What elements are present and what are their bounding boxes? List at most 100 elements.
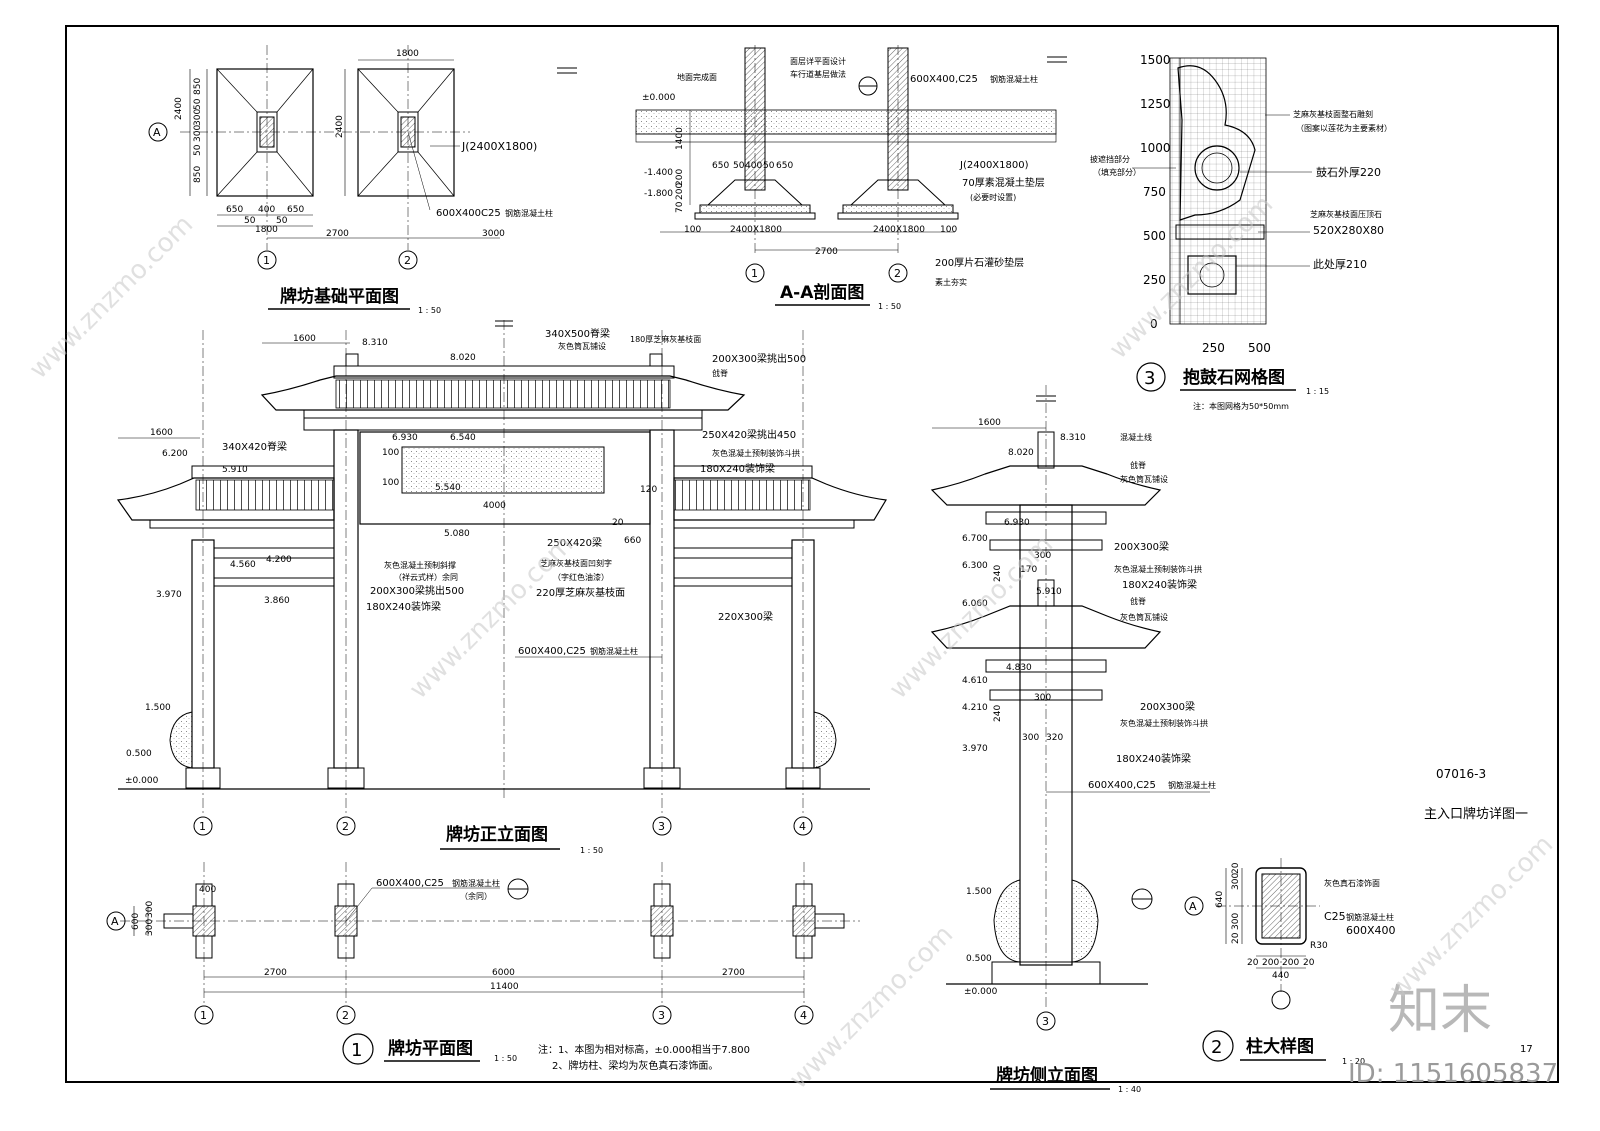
aa-dim-footing-a: 2400X1800	[730, 225, 782, 235]
se-lvl-4830: 4.830	[1006, 663, 1032, 673]
se-dim-170: 170	[1020, 565, 1037, 575]
plan-view: 600X400,C25 钢筋混凝土柱 （余同） 2700 6000 2700 1…	[106, 862, 860, 1072]
fp-dim-300b: 300	[193, 125, 203, 142]
fe-label-8: 340X420脊梁	[222, 440, 287, 453]
cd-label-2: 钢筋混凝土柱	[1346, 912, 1394, 922]
pl-axis-a: A	[111, 915, 119, 928]
ds-label-1: （图案以莲花为主要素材）	[1296, 123, 1392, 133]
pl-axis-2: 2	[342, 1009, 349, 1022]
se-label-12: 钢筋混凝土柱	[1168, 780, 1216, 790]
cd-dim-20d: 20	[1303, 958, 1315, 968]
fe-lvl-0000: ±0.000	[125, 776, 159, 786]
brand-logo: 知末	[1388, 981, 1492, 1041]
ds-label-5: 此处厚210	[1313, 258, 1367, 271]
column-detail: 灰色真石漆饰面 C25 钢筋混凝土柱 600X400 R30 640 300 3…	[1184, 858, 1396, 1066]
aa-dim-650b: 650	[776, 161, 793, 171]
fp-axis-2: 2	[404, 254, 411, 267]
cd-dim-640: 640	[1215, 891, 1225, 908]
fe-lvl-3970: 3.970	[156, 590, 182, 600]
se-label-9: 灰色混凝土预制装饰斗拱	[1120, 718, 1208, 728]
se-label-1: 戗脊	[1130, 460, 1146, 470]
ds-scale: 1 : 15	[1306, 387, 1329, 396]
pl-axis-4: 4	[800, 1009, 807, 1022]
pl-dim-6000: 6000	[492, 968, 515, 978]
se-lvl-1500: 1.500	[966, 887, 992, 897]
ds-y-0: 0	[1150, 317, 1158, 331]
aa-dim-1400: 1400	[675, 127, 685, 150]
se-lvl-4610: 4.610	[962, 676, 988, 686]
fp-dim-1800b: 1800	[396, 49, 419, 59]
se-lvl-5910: 5.910	[1036, 587, 1062, 597]
aa-level-0: ±0.000	[642, 93, 676, 103]
aa-label-soil: 素土夯实	[935, 277, 967, 287]
se-scale: 1 : 40	[1118, 1085, 1141, 1094]
se-dim-300b: 300	[1034, 693, 1051, 703]
fe-dim-100a: 100	[382, 448, 399, 458]
pl-axis-1: 1	[200, 1009, 207, 1022]
ds-y-250: 250	[1143, 273, 1166, 287]
sheet-page: 17	[1520, 1044, 1533, 1055]
cd-dim-20b: 20	[1231, 932, 1241, 944]
fp-dim-2700: 2700	[326, 229, 349, 239]
drum-stone-grid: 1500 1250 1000 750 500 250 0 250 500 芝麻灰…	[1090, 53, 1392, 411]
sheet-code: 07016-3	[1436, 767, 1486, 781]
aa-dim-400a: 400	[745, 161, 762, 171]
aa-axis-1: 1	[751, 267, 758, 280]
fp-axis-a: A	[153, 126, 161, 139]
ds-x-500: 500	[1248, 341, 1271, 355]
aa-label-col-sub: 钢筋混凝土柱	[990, 74, 1038, 84]
aa-axis-2: 2	[894, 267, 901, 280]
cd-num: 2	[1211, 1037, 1222, 1058]
fe-axis-2: 2	[342, 820, 349, 833]
pl-title: 牌坊平面图	[388, 1038, 473, 1059]
cd-dim-20a: 20	[1231, 862, 1241, 874]
fe-dim-1600b: 1600	[150, 428, 173, 438]
fe-lvl-5540: 5.540	[435, 483, 461, 493]
pl-dim-2700a: 2700	[264, 968, 287, 978]
ds-y-1500: 1500	[1140, 53, 1171, 67]
fp-dim-3000: 3000	[482, 229, 505, 239]
fe-label-0: 340X500脊梁	[545, 327, 610, 340]
fp-dim-50c: 50	[244, 216, 256, 226]
fe-label-9: 灰色混凝土预制斜撑	[384, 560, 456, 570]
cd-label-0: 灰色真石漆饰面	[1324, 878, 1380, 888]
aa-dim-100a: 100	[684, 225, 701, 235]
aa-scale: 1 : 50	[878, 302, 901, 311]
aa-dim-50b: 50	[763, 161, 775, 171]
fe-dim-660: 660	[624, 536, 641, 546]
cd-dim-440: 440	[1272, 971, 1289, 981]
aa-label-surface: 面层详平面设计	[790, 56, 846, 66]
fe-label-5: 250X420梁挑出450	[702, 428, 796, 441]
cd-label-4: R30	[1310, 941, 1328, 951]
se-dim-320: 320	[1046, 733, 1063, 743]
pl-scale: 1 : 50	[494, 1054, 517, 1063]
aa-dim-200b: 200	[675, 183, 685, 200]
se-lvl-3970: 3.970	[962, 744, 988, 754]
pl-dim-400: 400	[199, 885, 216, 895]
fe-label-6: 灰色混凝土预制装饰斗拱	[712, 448, 800, 458]
se-lvl-4210: 4.210	[962, 703, 988, 713]
fp-dim-300a: 300	[193, 109, 203, 126]
sheet-name: 主入口牌坊详图一	[1424, 806, 1528, 822]
aa-label-pad-sub: (必要时设置)	[970, 192, 1016, 202]
fe-lvl-4560: 4.560	[230, 560, 256, 570]
fe-label-19: 钢筋混凝土柱	[590, 646, 638, 656]
aa-dim-650a: 650	[712, 161, 729, 171]
aa-dim-50a: 50	[733, 161, 745, 171]
fp-dim-400: 400	[258, 205, 275, 215]
aa-title: A-A剖面图	[780, 282, 864, 303]
se-dim-300c: 300	[1022, 733, 1039, 743]
ds-note: 注：本图网格为50*50mm	[1193, 401, 1289, 411]
pl-dim-11400: 11400	[490, 982, 519, 992]
fe-lvl-8020: 8.020	[450, 353, 476, 363]
aa-label-j: J(2400X1800)	[959, 160, 1029, 171]
cd-dim-200a: 200	[1262, 958, 1279, 968]
aa-label-col: 600X400,C25	[910, 74, 978, 85]
se-label-3: 200X300梁	[1114, 540, 1169, 553]
fe-dim-4000: 4000	[483, 501, 506, 511]
pl-label-1: 钢筋混凝土柱	[452, 878, 500, 888]
sheet-border	[65, 25, 1559, 1083]
ds-y-750: 750	[1143, 185, 1166, 199]
fp-label-col-sub: 钢筋混凝土柱	[505, 208, 553, 218]
